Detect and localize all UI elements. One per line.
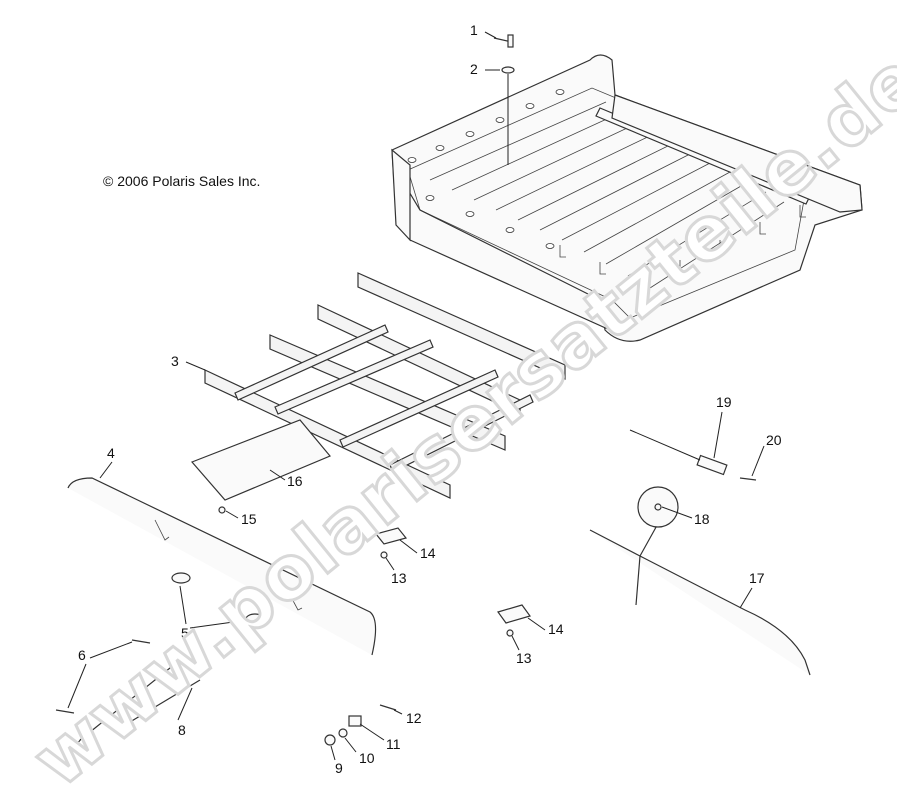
callout-13b: 13 xyxy=(516,650,532,666)
bolt-part-12 xyxy=(379,704,397,711)
fastener-part-15 xyxy=(218,506,226,514)
plate-part-16 xyxy=(190,419,331,501)
callout-13a: 13 xyxy=(391,570,407,586)
callout-12: 12 xyxy=(406,710,422,726)
callout-7: 7 xyxy=(64,752,72,768)
callout-19: 19 xyxy=(716,394,732,410)
screw-part-13a xyxy=(380,551,388,559)
callout-17: 17 xyxy=(749,570,765,586)
callout-1: 1 xyxy=(470,22,478,38)
rail-part-4 xyxy=(67,477,377,656)
bumper-part-5 xyxy=(171,572,265,625)
callout-10: 10 xyxy=(359,750,375,766)
washer-part-10 xyxy=(338,728,348,738)
copyright-notice: © 2006 Polaris Sales Inc. xyxy=(103,173,261,189)
nut-part-9 xyxy=(324,734,336,746)
callout-labels: 1 2 3 4 5 6 7 8 9 10 11 12 13 14 15 16 1… xyxy=(64,22,782,776)
washer-part-2 xyxy=(501,66,515,165)
callout-18: 18 xyxy=(694,511,710,527)
pin-part-6 xyxy=(55,639,151,714)
bracket-part-14a xyxy=(374,527,408,545)
callout-3: 3 xyxy=(171,353,179,369)
sleeve-part-19 xyxy=(696,454,728,476)
callout-5: 5 xyxy=(181,625,189,641)
callout-8: 8 xyxy=(178,722,186,738)
bolt-part-1 xyxy=(493,34,514,48)
strut-part-7 xyxy=(79,659,181,741)
harness-part-17 xyxy=(589,519,811,676)
callout-16: 16 xyxy=(287,473,303,489)
cargo-box xyxy=(391,54,863,342)
pin-part-20 xyxy=(739,477,757,481)
bracket-part-14b xyxy=(497,604,531,624)
callout-11: 11 xyxy=(386,736,401,752)
callout-6: 6 xyxy=(78,647,86,663)
screw-part-13b xyxy=(506,629,514,637)
clip-part-8 xyxy=(124,679,201,726)
frame-part-3 xyxy=(204,272,566,499)
callout-20: 20 xyxy=(766,432,782,448)
callout-9: 9 xyxy=(335,760,343,776)
callout-14a: 14 xyxy=(420,545,436,561)
callout-15: 15 xyxy=(241,511,257,527)
callout-4: 4 xyxy=(107,445,115,461)
callout-14b: 14 xyxy=(548,621,564,637)
knob-part-11 xyxy=(348,715,362,727)
callout-2: 2 xyxy=(470,61,478,77)
